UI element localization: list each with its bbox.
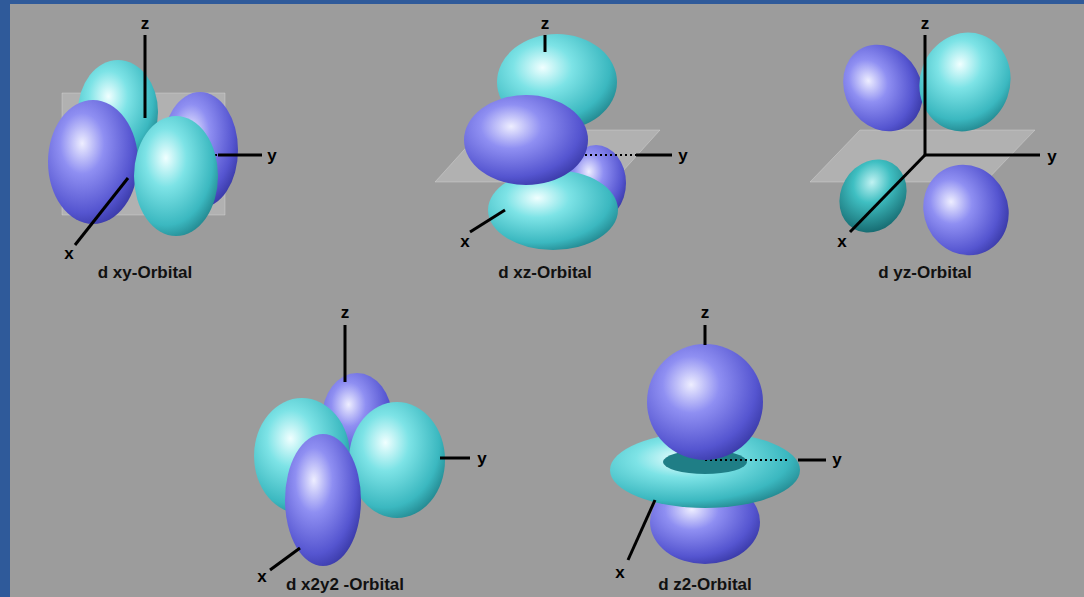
axis-line xyxy=(344,325,347,382)
axis-label: y xyxy=(1047,148,1056,167)
orbital-caption: d x2y2 -Orbital xyxy=(286,576,404,595)
orbital-caption: d xz-Orbital xyxy=(498,264,592,283)
axis-label: z xyxy=(921,15,930,34)
axis-label: y xyxy=(267,147,276,166)
axis-line xyxy=(470,210,505,232)
orbital-caption: d yz-Orbital xyxy=(878,264,972,283)
axis-label: z xyxy=(701,304,710,323)
orbital-caption: d xy-Orbital xyxy=(98,264,192,283)
slide-panel xyxy=(10,4,1084,597)
axis-label: y xyxy=(832,451,841,470)
orbital-lobe xyxy=(285,434,361,566)
axis-line xyxy=(636,154,672,157)
orbital-lobe xyxy=(908,151,1023,270)
axis-label: x xyxy=(257,568,266,587)
axis-label: y xyxy=(477,450,486,469)
axis-line xyxy=(144,35,147,118)
axis-line xyxy=(705,459,790,461)
axis-label: z xyxy=(341,304,350,323)
orbital-lobe xyxy=(349,402,445,518)
axis-line xyxy=(925,154,1040,157)
axis-line xyxy=(924,35,927,155)
orbital-caption: d z2-Orbital xyxy=(658,576,752,595)
orbital-lobe xyxy=(48,100,138,224)
axis-label: z xyxy=(141,15,150,34)
axis-label: y xyxy=(678,147,687,166)
axis-line xyxy=(544,35,547,52)
axis-label: x xyxy=(615,564,624,583)
axis-line xyxy=(704,325,707,345)
axis-line xyxy=(440,457,470,460)
axis-label: x xyxy=(64,245,73,264)
axis-line xyxy=(628,500,655,560)
axis-line xyxy=(270,548,300,570)
orbital-lobe xyxy=(826,147,919,245)
orbital-lobe xyxy=(647,344,763,460)
axis-line xyxy=(798,459,826,462)
axis-line xyxy=(218,154,262,157)
orbital-lobe xyxy=(464,95,588,185)
axis-label: z xyxy=(541,15,550,34)
axis-line xyxy=(75,178,128,245)
axis-line xyxy=(850,155,925,232)
axis-label: x xyxy=(837,233,846,252)
orbital-lobe xyxy=(906,20,1025,145)
orbital-lobe xyxy=(134,116,218,236)
axis-label: x xyxy=(460,233,469,252)
